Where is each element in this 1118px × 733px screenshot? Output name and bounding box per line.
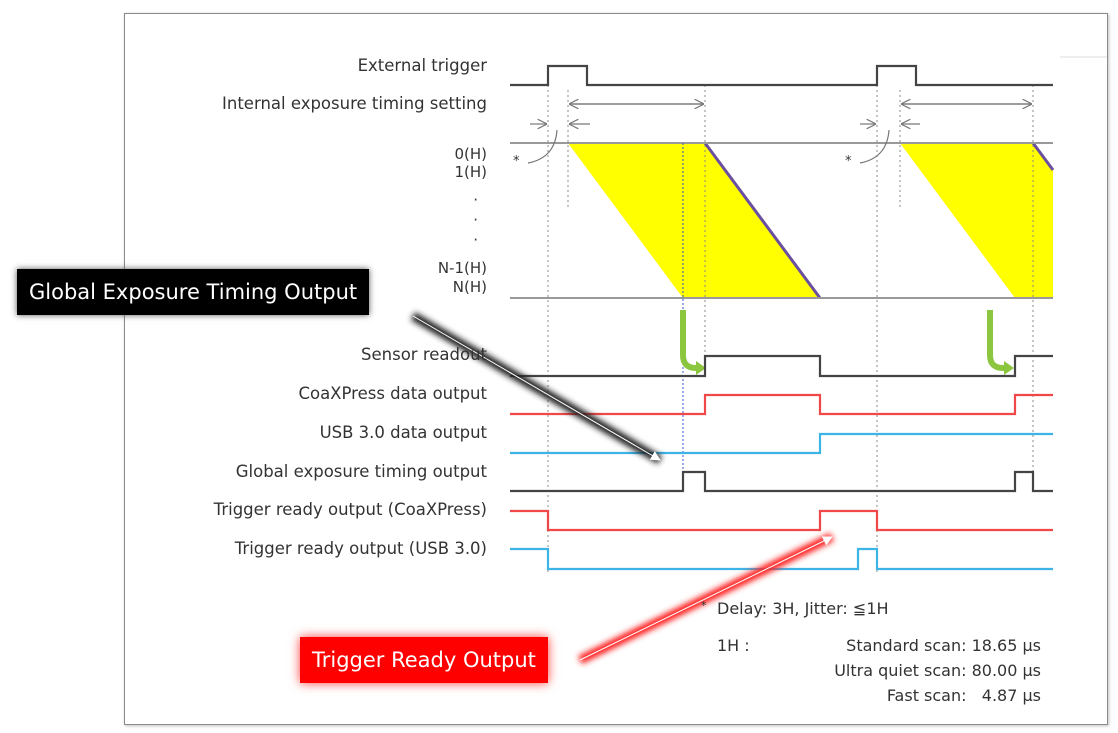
readout-edge-2 [1031, 142, 1055, 171]
row-dot: · [473, 211, 478, 229]
label-global-exposure: Global exposure timing output [235, 462, 487, 481]
exposure-region-1 [568, 143, 820, 298]
note-1h-label: 1H : [717, 636, 750, 655]
label-trigger-ready-cxp: Trigger ready output (CoaXPress) [213, 500, 487, 519]
global-exposure-wave [510, 470, 1053, 493]
note-fast-scan: Fast scan: 4.87 μs [886, 686, 1041, 705]
trigger-ready-callout: Trigger Ready Output [300, 637, 548, 683]
guide-lines [547, 85, 1034, 575]
trigger-ready-usb-wave [510, 547, 1053, 571]
note-delay: Delay: 3H, Jitter: ≦1H [717, 599, 889, 618]
asterisk-mark: * [513, 154, 520, 169]
note-standard-scan: Standard scan: 18.65 μs [846, 636, 1041, 655]
sensor-readout-wave [510, 354, 1053, 378]
row-1h: 1(H) [454, 163, 487, 181]
readout-edge-1 [703, 142, 822, 299]
row-0h: 0(H) [454, 145, 487, 163]
readout-start-arrows [680, 310, 1006, 371]
dimension-arrows [527, 104, 1031, 164]
note-asterisk: * [701, 599, 707, 612]
row-n-1h: N-1(H) [437, 259, 487, 277]
label-sensor-readout: Sensor readout [361, 345, 487, 364]
coaxpress-data-wave [510, 393, 1053, 416]
trigger-ready-cxp-wave [510, 509, 1053, 532]
note-ultra-quiet-scan: Ultra quiet scan: 80.00 μs [834, 661, 1041, 680]
global-exposure-callout: Global Exposure Timing Output [17, 269, 370, 315]
label-internal-exposure: Internal exposure timing setting [222, 94, 487, 113]
label-external-trigger: External trigger [357, 56, 487, 75]
label-usb-data: USB 3.0 data output [319, 423, 487, 442]
row-dot: · [473, 231, 478, 249]
external-trigger-wave [510, 64, 1053, 87]
diagram-frame [124, 13, 1108, 725]
row-dot: · [473, 191, 478, 209]
label-trigger-ready-usb: Trigger ready output (USB 3.0) [234, 539, 487, 558]
trigger-callout-arrow [578, 532, 834, 665]
exposure-region-2 [900, 143, 1053, 298]
asterisk-mark: * [845, 154, 852, 169]
row-nh: N(H) [452, 278, 487, 296]
global-callout-arrow [410, 312, 663, 464]
usb-data-wave [510, 432, 1053, 455]
label-coaxpress-data: CoaXPress data output [298, 384, 487, 403]
